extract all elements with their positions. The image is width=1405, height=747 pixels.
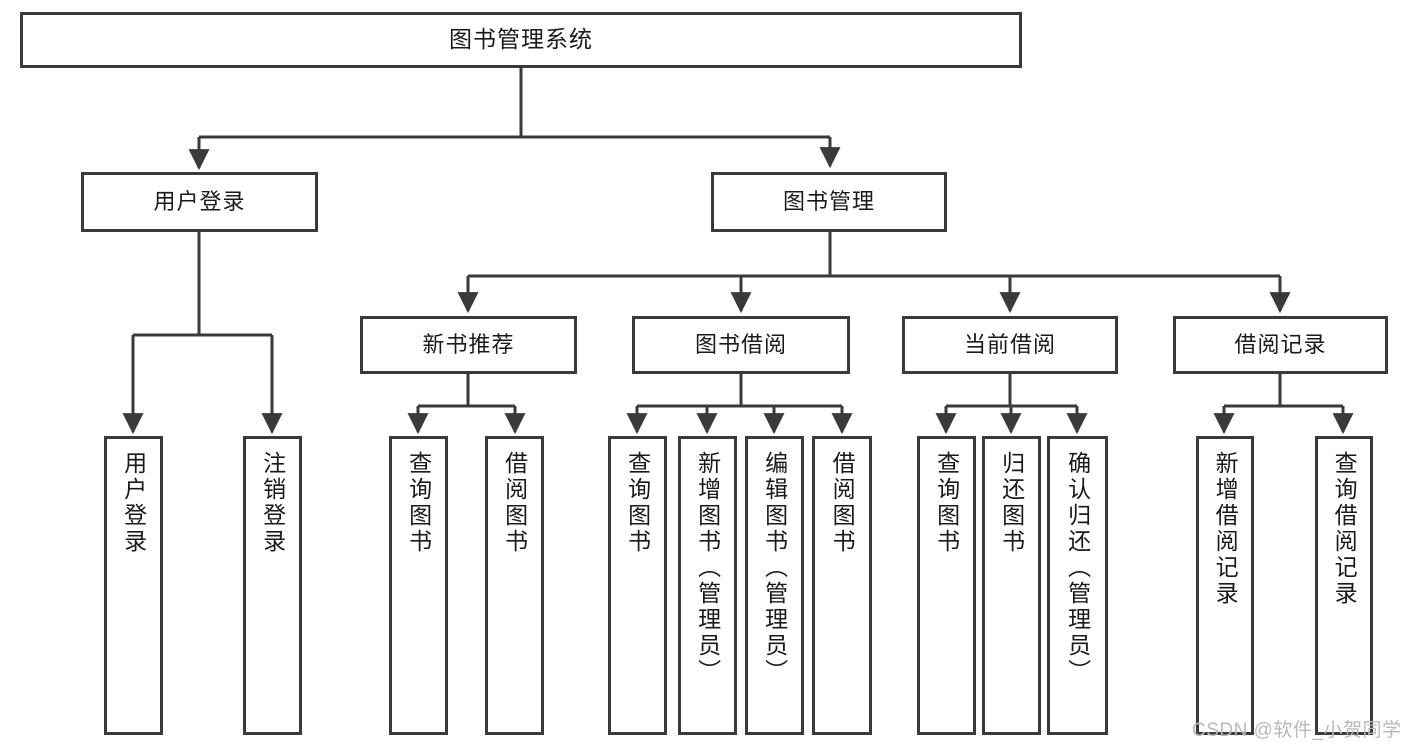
node-book-borrow[interactable]: 图书借阅 — [632, 316, 850, 374]
node-current-borrow[interactable]: 当前借阅 — [902, 316, 1118, 374]
node-new-book-recommend[interactable]: 新书推荐 — [360, 316, 577, 374]
watermark-text: CSDN @软件_小贺同学 — [1192, 720, 1402, 741]
node-label: 查询图书 — [624, 451, 651, 555]
node-leaf-query-book-recommend[interactable]: 查询图书 — [389, 436, 448, 735]
node-leaf-query-borrow-record[interactable]: 查询借阅记录 — [1315, 436, 1373, 735]
node-leaf-return-book[interactable]: 归还图书 — [982, 436, 1041, 735]
node-label: 查询图书 — [933, 451, 960, 555]
node-leaf-borrow-book[interactable]: 借阅图书 — [812, 436, 872, 735]
node-leaf-edit-book-admin[interactable]: 编辑图书（管理员） — [745, 436, 804, 735]
node-label: 查询借阅记录 — [1331, 451, 1358, 607]
node-leaf-query-book-current[interactable]: 查询图书 — [917, 436, 976, 735]
node-leaf-user-login[interactable]: 用户登录 — [104, 436, 163, 735]
node-label: 借阅记录 — [1234, 332, 1327, 358]
csdn-watermark: CSDN @软件_小贺同学 — [1192, 715, 1401, 742]
node-label: 新书推荐 — [422, 332, 515, 358]
node-label: 图书管理系统 — [449, 26, 593, 53]
node-label: 用户登录 — [120, 451, 147, 555]
node-leaf-query-book-borrow[interactable]: 查询图书 — [608, 436, 667, 735]
node-label: 当前借阅 — [963, 332, 1056, 358]
node-label: 查询图书 — [405, 451, 432, 555]
node-book-management[interactable]: 图书管理 — [711, 172, 947, 232]
node-label: 图书管理 — [782, 189, 875, 215]
node-label: 用户登录 — [153, 189, 246, 215]
node-label: 归还图书 — [998, 451, 1025, 555]
node-label: 确认归还（管理员） — [1064, 451, 1091, 685]
node-label: 借阅图书 — [829, 451, 856, 555]
node-leaf-confirm-return-admin[interactable]: 确认归还（管理员） — [1047, 436, 1108, 735]
node-leaf-logout[interactable]: 注销登录 — [243, 436, 302, 735]
node-user-login[interactable]: 用户登录 — [81, 172, 318, 232]
node-leaf-add-book-admin[interactable]: 新增图书（管理员） — [678, 436, 737, 735]
node-leaf-borrow-book-recommend[interactable]: 借阅图书 — [485, 436, 544, 735]
node-borrow-record[interactable]: 借阅记录 — [1173, 316, 1388, 374]
node-root-book-management-system[interactable]: 图书管理系统 — [20, 12, 1022, 68]
node-label: 编辑图书（管理员） — [761, 451, 788, 685]
node-label: 注销登录 — [259, 451, 286, 555]
node-label: 图书借阅 — [694, 332, 787, 358]
node-label: 新增图书（管理员） — [694, 451, 721, 685]
node-label: 新增借阅记录 — [1212, 451, 1239, 607]
node-leaf-add-borrow-record[interactable]: 新增借阅记录 — [1196, 436, 1254, 735]
node-label: 借阅图书 — [501, 451, 528, 555]
